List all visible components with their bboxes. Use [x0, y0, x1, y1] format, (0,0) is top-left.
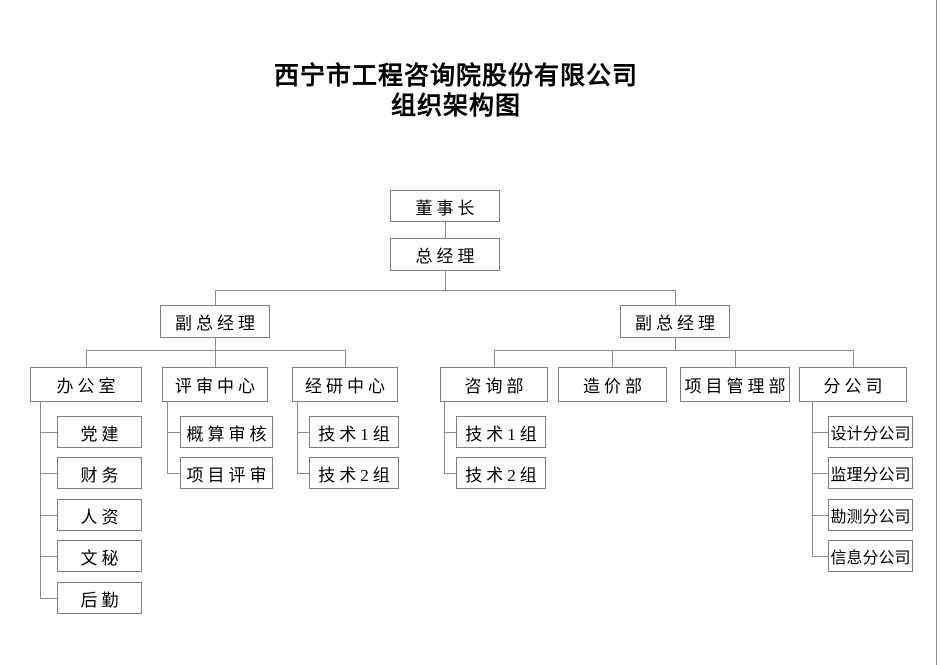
org-node-review-center: 评审中心 [162, 367, 268, 402]
org-node-branch-child-design: 设计分公司 [828, 416, 913, 448]
connector-line [345, 350, 346, 367]
connector-line [215, 290, 216, 305]
org-node-research-child-tech-group-1: 技术1组 [309, 416, 399, 448]
connector-line [445, 271, 446, 290]
chart-title-company: 西宁市工程咨询院股份有限公司 [273, 63, 638, 90]
org-node-chairman: 董事长 [390, 190, 500, 222]
connector-line [612, 350, 613, 367]
connector-line [494, 350, 495, 367]
page-edge-line [936, 0, 937, 665]
connector-line [215, 350, 216, 367]
org-node-consulting-dept: 咨询部 [440, 367, 548, 402]
connector-line [444, 402, 445, 473]
connector-line [40, 515, 58, 516]
connector-line [812, 473, 828, 474]
connector-line [853, 350, 854, 367]
org-node-office-child-hr: 人资 [57, 499, 142, 531]
org-node-review-child-project-review: 项目评审 [180, 457, 273, 489]
org-node-office: 办公室 [30, 367, 142, 402]
connector-line [40, 432, 58, 433]
org-node-branch-child-supervision: 监理分公司 [828, 457, 913, 489]
connector-line [167, 402, 168, 473]
chart-title: 西宁市工程咨询院股份有限公司 组织架构图 [0, 62, 912, 122]
connector-line [297, 473, 309, 474]
connector-line [40, 473, 58, 474]
connector-line [444, 432, 456, 433]
connector-line [167, 473, 180, 474]
org-node-office-child-secretary: 文秘 [57, 540, 142, 572]
org-node-consulting-child-tech-group-2: 技术2组 [456, 457, 546, 489]
connector-line [812, 432, 828, 433]
connector-line [40, 402, 41, 598]
connector-line [297, 432, 309, 433]
connector-line [167, 432, 180, 433]
connector-line [86, 350, 87, 367]
connector-line [494, 350, 854, 351]
chart-title-subtitle: 组织架构图 [390, 93, 521, 120]
org-node-deputy-gm-left: 副总经理 [160, 305, 270, 338]
connector-line [675, 338, 676, 350]
connector-line [297, 402, 298, 473]
connector-line [812, 556, 828, 557]
org-node-branch-company: 分公司 [799, 367, 907, 402]
org-node-deputy-gm-right: 副总经理 [620, 305, 730, 338]
connector-line [215, 338, 216, 350]
connector-line [86, 350, 346, 351]
org-node-review-child-estimate-audit: 概算审核 [180, 416, 273, 448]
connector-line [675, 290, 676, 305]
org-node-project-management-dept: 项目管理部 [680, 367, 790, 402]
org-node-research-child-tech-group-2: 技术2组 [309, 457, 399, 489]
connector-line [444, 473, 456, 474]
org-node-research-center: 经研中心 [292, 367, 398, 402]
org-node-cost-dept: 造价部 [558, 367, 667, 402]
org-node-office-child-party-building: 党建 [57, 416, 142, 448]
org-node-branch-child-survey: 勘测分公司 [828, 499, 913, 531]
connector-line [215, 290, 676, 291]
org-node-office-child-logistics: 后勤 [57, 582, 142, 614]
connector-line [812, 515, 828, 516]
org-node-office-child-finance: 财务 [57, 457, 142, 489]
org-node-general-manager: 总经理 [390, 238, 500, 271]
org-node-branch-child-information: 信息分公司 [828, 540, 913, 572]
connector-line [735, 350, 736, 367]
connector-line [40, 598, 58, 599]
org-node-consulting-child-tech-group-1: 技术1组 [456, 416, 546, 448]
connector-line [445, 222, 446, 238]
connector-line [812, 402, 813, 556]
connector-line [40, 556, 58, 557]
